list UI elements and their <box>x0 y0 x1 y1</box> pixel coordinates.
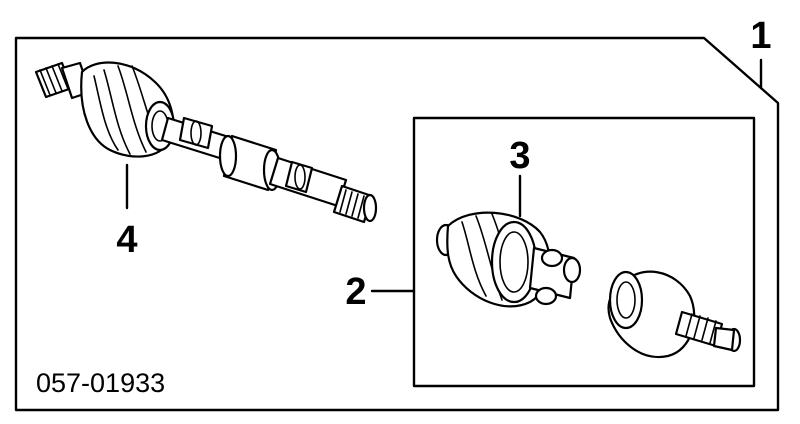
callout-1: 1 <box>750 15 771 57</box>
inner-kit-frame <box>412 116 756 388</box>
inner-cv-boot <box>435 211 551 308</box>
part-number: 057-01933 <box>36 368 165 398</box>
tripod-joint <box>528 246 582 306</box>
drive-shaft-assembly <box>34 61 378 224</box>
callout-2: 2 <box>345 271 366 313</box>
callout-4: 4 <box>116 219 137 261</box>
shaft-body <box>160 116 378 224</box>
callout-3: 3 <box>509 135 530 177</box>
assembly-frame <box>14 36 780 412</box>
inner-housing <box>607 270 742 359</box>
outer-cv-boot <box>80 61 176 158</box>
